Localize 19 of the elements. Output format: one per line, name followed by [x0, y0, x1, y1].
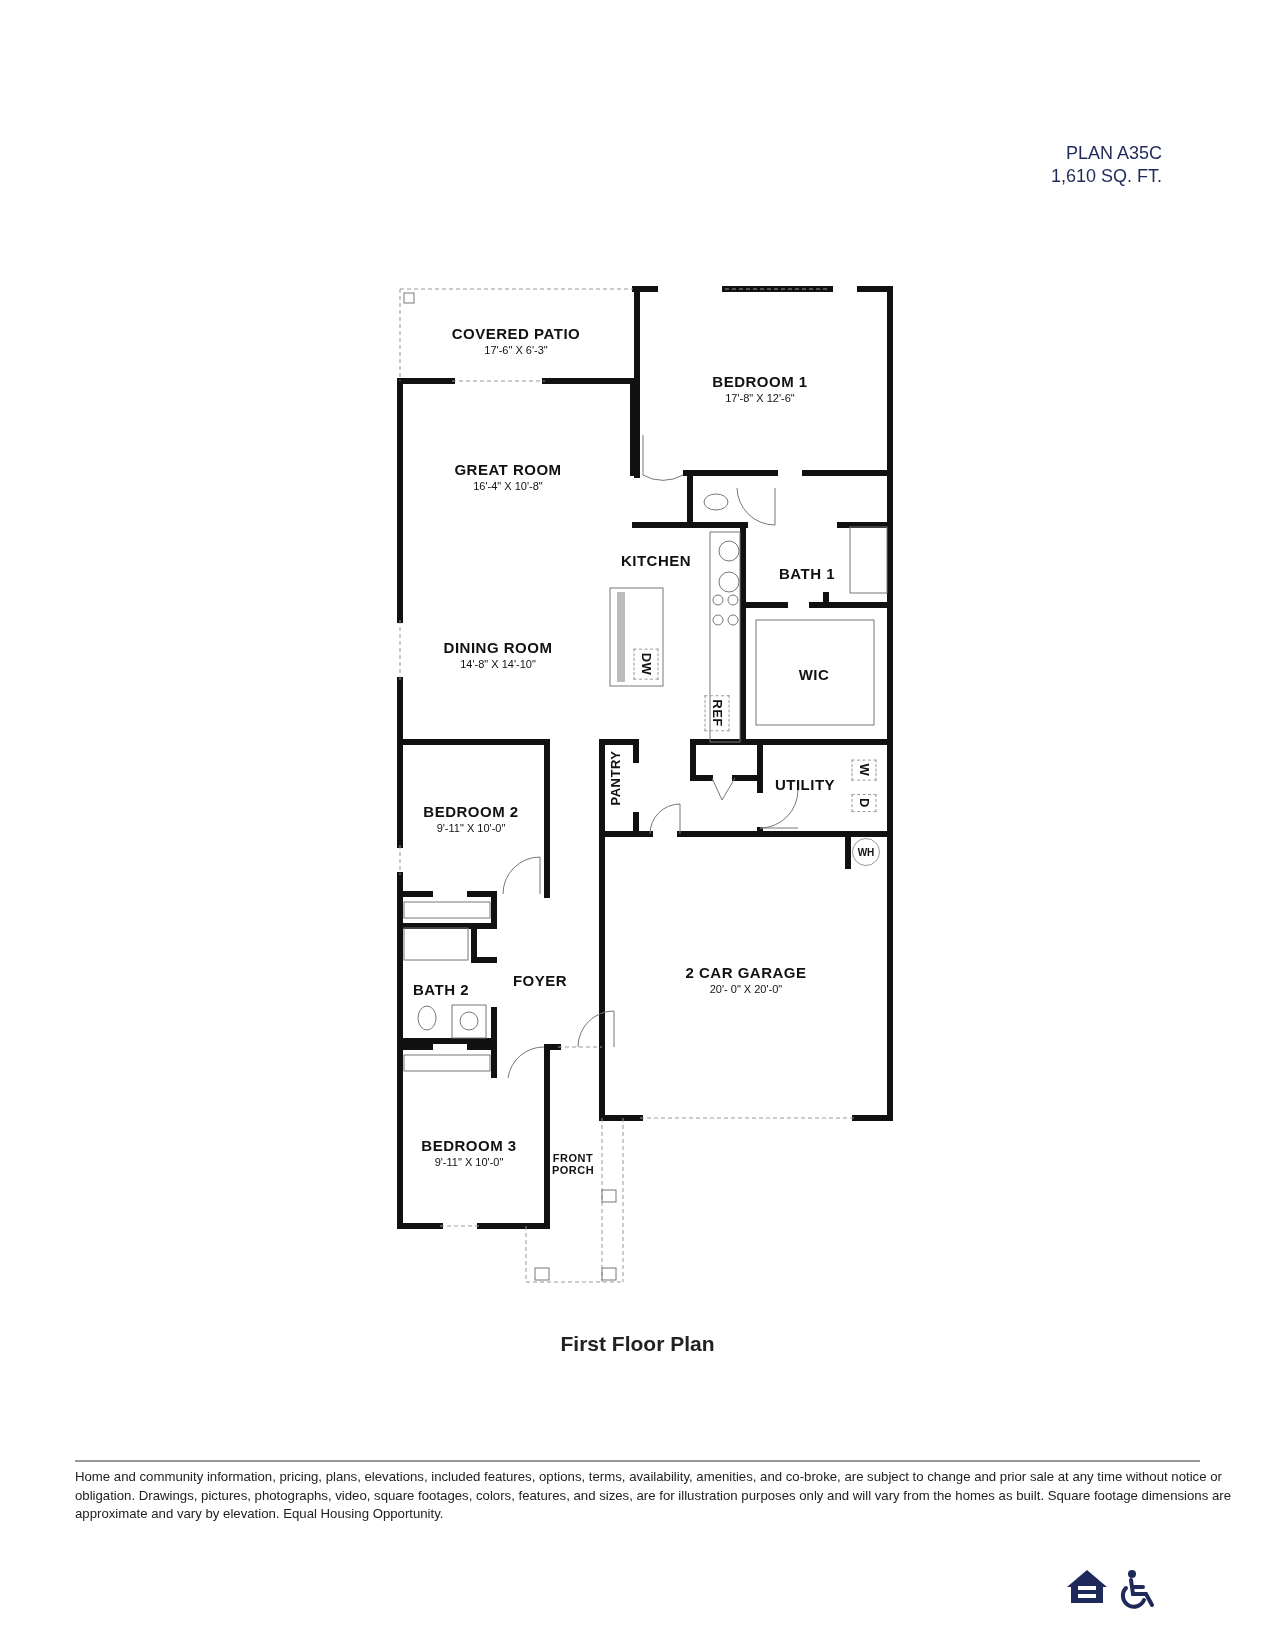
room-label: PANTRY [607, 750, 623, 806]
plan-info-text: PLAN A35C [1065, 143, 1162, 164]
room-label: WIC [798, 665, 830, 683]
room-label: BATH 2 [412, 980, 470, 998]
room-label: FOYER [512, 971, 568, 989]
room-label: BEDROOM 1 17'-8" X 12'-6" [712, 372, 808, 404]
plan-caption: First Floor Plan [559, 1332, 716, 1356]
room-label: KITCHEN [620, 551, 692, 569]
plan-info-text: 1,610 SQ. FT. [1050, 166, 1162, 187]
room-label: BEDROOM 3 9'-11" X 10'-0" [421, 1136, 517, 1168]
room-label: FRONT PORCH [547, 1152, 599, 1176]
room-label: UTILITY [774, 775, 836, 793]
room-label: BEDROOM 2 9'-11" X 10'-0" [423, 802, 519, 834]
room-label: COVERED PATIO 17'-6" X 6'-3" [451, 324, 581, 356]
room-label: BATH 1 [778, 564, 836, 582]
room-label: GREAT ROOM 16'-4" X 10'-8" [454, 460, 562, 492]
disclaimer-text: Home and community information, pricing, plans, elevations, included features, options, terms, availability, amenities, and co-broke, are subject to change and prior sale at any time without notice or obligation. Drawings, pictures, photographs, video, square footages, colors, features, and sizes, are for illustration purposes only and will vary from the homes as built. Square footage dimensions are approximate and vary by elevation. Equal Housing Opportunity. [75, 1468, 1232, 1523]
room-label: DINING ROOM 14'-8" X 14'-10" [443, 638, 553, 670]
room-label: 2 CAR GARAGE 20'- 0" X 20'-0" [685, 963, 807, 995]
